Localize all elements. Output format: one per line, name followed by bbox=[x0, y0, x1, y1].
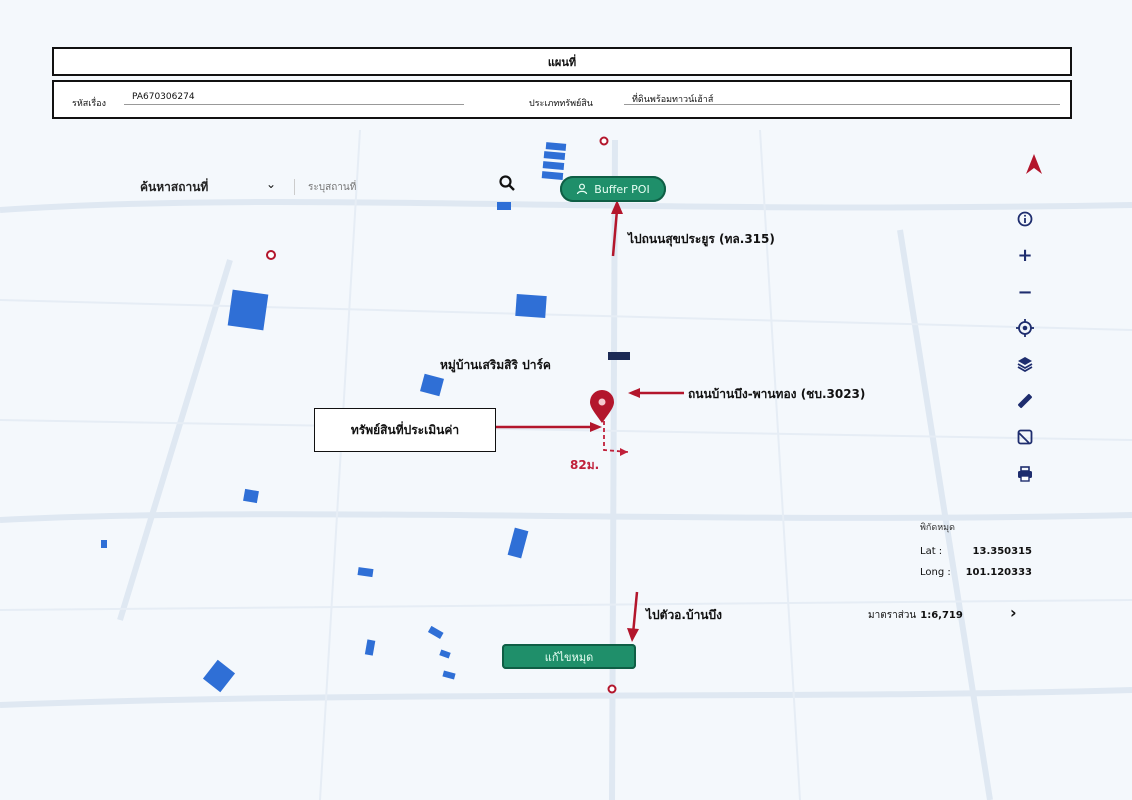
scale-label: มาตราส่วน bbox=[868, 610, 917, 621]
case-id-label: รหัสเรื่อง bbox=[72, 99, 106, 109]
building-footprints bbox=[101, 142, 630, 693]
coordinates-title: พิกัดหมุด bbox=[920, 523, 955, 533]
locate-icon[interactable] bbox=[1014, 317, 1036, 339]
ruler-icon[interactable] bbox=[1014, 390, 1036, 412]
poi-marker-icon[interactable] bbox=[607, 684, 617, 694]
scale-value: 1:6,719 bbox=[920, 610, 963, 621]
long-label: Long : bbox=[920, 567, 951, 578]
search-divider bbox=[294, 179, 295, 195]
search-mode-select[interactable]: ค้นหาสถานที่ bbox=[140, 179, 209, 194]
fix-pin-button[interactable]: แก้ไขหมุด bbox=[502, 644, 636, 669]
asset-type-underline bbox=[624, 104, 1060, 105]
case-info-bar: รหัสเรื่อง PA670306274 ประเภททรัพย์สิน ท… bbox=[52, 80, 1072, 119]
zoom-out-icon[interactable]: − bbox=[1017, 281, 1033, 303]
east-road-annotation: ถนนบ้านบึง-พานทอง (ชบ.3023) bbox=[688, 387, 866, 401]
layers-icon[interactable] bbox=[1014, 353, 1036, 375]
print-icon[interactable] bbox=[1014, 463, 1036, 485]
info-icon[interactable] bbox=[1014, 208, 1036, 230]
buffer-poi-label: Buffer POI bbox=[594, 182, 650, 196]
search-icon[interactable] bbox=[498, 174, 516, 192]
search-bar: ค้นหาสถานที่ ⌄ bbox=[140, 173, 530, 201]
distance-arrowhead bbox=[620, 448, 628, 456]
basemap-icon[interactable] bbox=[1014, 426, 1036, 448]
asset-annotation-box: ทรัพย์สินที่ประเมินค่า bbox=[314, 408, 496, 452]
north-road-annotation: ไปถนนสุขประยูร (ทล.315) bbox=[628, 232, 775, 246]
village-annotation: หมู่บ้านเสริมสิริ ปาร์ค bbox=[440, 358, 551, 372]
poi-marker-icon[interactable] bbox=[599, 136, 609, 146]
pin-coordinates-panel: พิกัดหมุด Lat : 13.350315 Long : 101.120… bbox=[920, 520, 1032, 588]
lat-label: Lat : bbox=[920, 546, 943, 557]
lat-value: 13.350315 bbox=[972, 546, 1032, 557]
case-id-value: PA670306274 bbox=[132, 92, 195, 102]
asset-type-value: ที่ดินพร้อมทาวน์เฮ้าส์ bbox=[632, 95, 714, 105]
zoom-in-icon[interactable]: + bbox=[1017, 244, 1033, 266]
case-id-underline bbox=[124, 104, 464, 105]
asset-type-label: ประเภททรัพย์สิน bbox=[529, 99, 593, 109]
page-title: แผนที่ bbox=[52, 47, 1072, 76]
location-pin-icon[interactable] bbox=[589, 390, 615, 424]
compass-icon[interactable] bbox=[1026, 154, 1042, 176]
search-input[interactable] bbox=[306, 177, 480, 197]
buffer-poi-button[interactable]: Buffer POI bbox=[560, 176, 666, 202]
long-value: 101.120333 bbox=[965, 567, 1032, 578]
poi-marker-icon[interactable] bbox=[266, 250, 276, 260]
distance-annotation: 82ม. bbox=[570, 458, 600, 472]
user-icon bbox=[577, 183, 588, 195]
annotation-arrows bbox=[496, 200, 684, 642]
chevron-down-icon[interactable]: ⌄ bbox=[266, 177, 277, 191]
south-annotation: ไปตัวอ.บ้านบึง bbox=[646, 608, 722, 622]
chevron-right-icon[interactable]: › bbox=[1010, 603, 1017, 622]
